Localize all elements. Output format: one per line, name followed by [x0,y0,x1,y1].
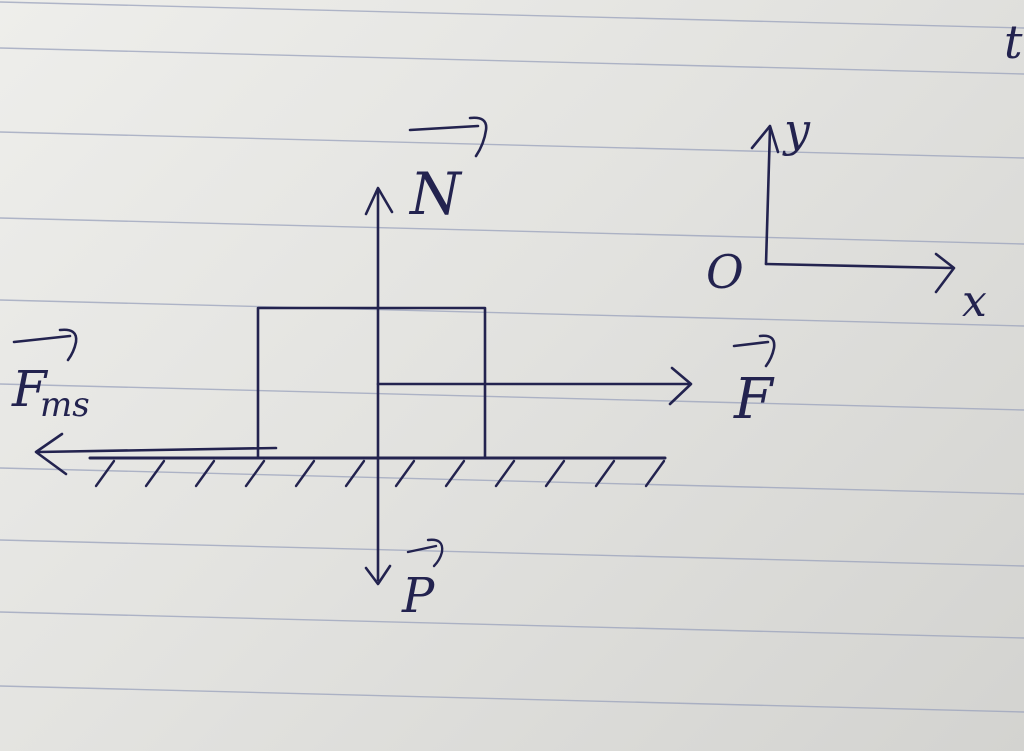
hatch-mark [394,459,416,488]
applied-force-arrowhead [668,366,693,406]
ruled-line [0,611,1024,639]
hatch-mark [344,459,366,488]
label-F: F [733,367,775,432]
label-axis-x: x [962,276,987,327]
hatch-mark [494,459,516,488]
ruled-lines [0,1,1024,713]
hatch-mark [194,459,216,488]
hatch-mark [144,459,166,488]
ruled-line [0,1,1024,29]
label-weight: P [401,538,444,624]
ruled-line [0,217,1024,245]
label-N: N [408,160,463,228]
hatch-mark [244,459,266,488]
ground-hatching [94,459,666,488]
ruled-line [0,685,1024,713]
label-Fms-subscript: ms [40,385,90,425]
ruled-line [0,131,1024,159]
ruled-line [0,383,1024,411]
ruled-line [0,47,1024,75]
label-Fms-main: F [11,360,49,418]
label-friction-force: F ms [11,328,90,425]
axis-y-line [764,126,772,266]
label-normal-force: N [408,116,488,228]
axis-x-arrowhead [934,252,956,294]
ruled-line [0,299,1024,327]
hatch-mark [544,459,566,488]
axis-x-line [764,262,954,270]
label-P: P [401,568,435,624]
axis-y-arrowhead [750,124,780,154]
ruled-line [0,539,1024,567]
hatch-mark [444,459,466,488]
hatch-mark [294,459,316,488]
corner-mark: t [1004,15,1023,69]
hatch-mark [644,459,666,488]
normal-force-arrowhead [364,186,394,216]
label-axis-y: y [782,103,811,157]
ruled-line [0,467,1024,495]
weight-arrowhead [364,564,392,586]
label-applied-force: F [732,334,776,432]
label-origin: O [706,245,744,299]
hatch-mark [594,459,616,488]
hatch-mark [94,459,116,488]
coordinate-axes: O y x [706,103,987,327]
friction-force-arrowhead [34,432,68,476]
friction-force-arrow [36,446,278,454]
